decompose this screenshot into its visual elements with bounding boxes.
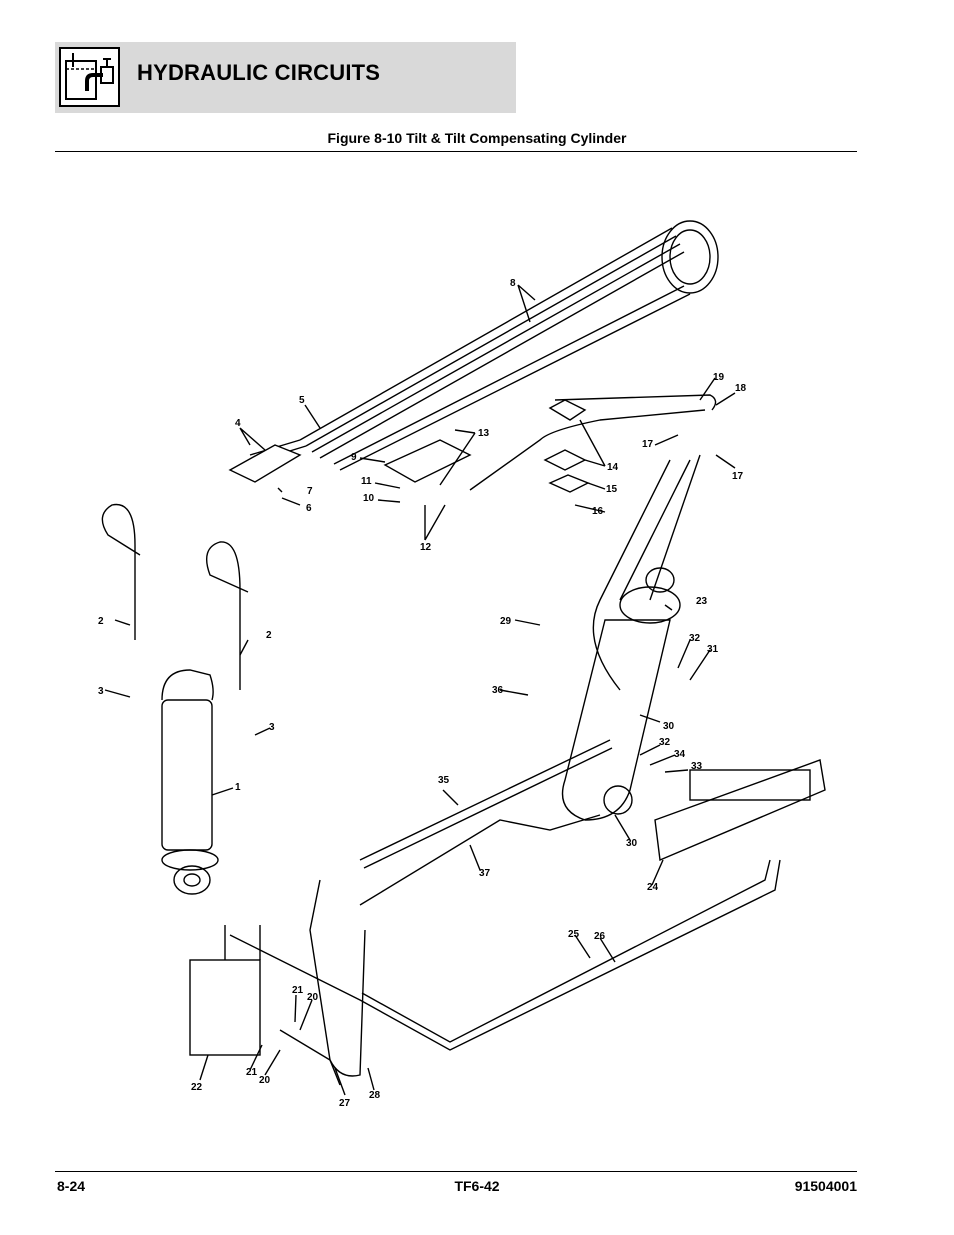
control-valve-22 <box>189 959 261 1056</box>
callout-19: 19 <box>713 372 725 383</box>
hydraulic-reservoir-icon <box>59 47 120 107</box>
callout-37: 37 <box>479 868 491 879</box>
callout-30: 30 <box>626 838 638 849</box>
callout-9: 9 <box>351 452 357 463</box>
model-number: TF6-42 <box>454 1178 500 1194</box>
callout-11: 11 <box>361 476 372 487</box>
callout-27: 27 <box>339 1098 351 1109</box>
callout-10: 10 <box>363 493 375 504</box>
callout-31: 31 <box>707 644 719 655</box>
callout-21: 21 <box>292 985 304 996</box>
boom-sheave <box>661 220 719 294</box>
callout-25: 25 <box>568 929 580 940</box>
figure-caption: Figure 8-10 Tilt & Tilt Compensating Cyl… <box>327 130 627 146</box>
footer-rule <box>55 1171 857 1172</box>
callout-13: 13 <box>478 428 490 439</box>
valve-bank-24 <box>654 759 826 862</box>
callout-34: 34 <box>674 749 686 760</box>
callout-2: 2 <box>266 630 272 641</box>
callout-5: 5 <box>299 395 305 406</box>
callout-28: 28 <box>369 1090 381 1101</box>
callout-17: 17 <box>642 439 654 450</box>
callout-6: 6 <box>306 503 312 514</box>
callout-14: 14 <box>607 462 619 473</box>
callout-36: 36 <box>492 685 504 696</box>
callout-15: 15 <box>606 484 618 495</box>
callout-22: 22 <box>191 1082 203 1093</box>
callout-17: 17 <box>732 471 744 482</box>
header-rule <box>55 151 857 152</box>
callout-7: 7 <box>307 486 313 497</box>
callout-18: 18 <box>735 383 747 394</box>
callout-8: 8 <box>510 278 516 289</box>
header-band <box>55 42 516 113</box>
callout-33: 33 <box>691 761 703 772</box>
callout-2: 2 <box>98 616 104 627</box>
hose-manifold-4 <box>228 444 302 483</box>
section-title: HYDRAULIC CIRCUITS <box>137 60 381 85</box>
callout-16: 16 <box>592 506 604 517</box>
callout-32: 32 <box>659 737 671 748</box>
callout-21: 21 <box>246 1067 258 1078</box>
callout-4: 4 <box>235 418 241 429</box>
callout-26: 26 <box>594 931 606 942</box>
document-number: 91504001 <box>794 1178 857 1194</box>
callout-3: 3 <box>269 722 275 733</box>
tilt-cylinder-body <box>161 699 213 851</box>
callout-32: 32 <box>689 633 701 644</box>
callout-29: 29 <box>500 616 512 627</box>
callout-20: 20 <box>307 992 319 1003</box>
mounting-plate-9 <box>383 439 472 483</box>
callout-35: 35 <box>438 775 450 786</box>
callout-23: 23 <box>696 596 708 607</box>
page-number: 8-24 <box>57 1178 86 1194</box>
callout-30: 30 <box>663 721 675 732</box>
callout-20: 20 <box>259 1075 271 1086</box>
callout-12: 12 <box>420 542 432 553</box>
callout-1: 1 <box>235 782 241 793</box>
callout-24: 24 <box>647 882 659 893</box>
callout-3: 3 <box>98 686 104 697</box>
